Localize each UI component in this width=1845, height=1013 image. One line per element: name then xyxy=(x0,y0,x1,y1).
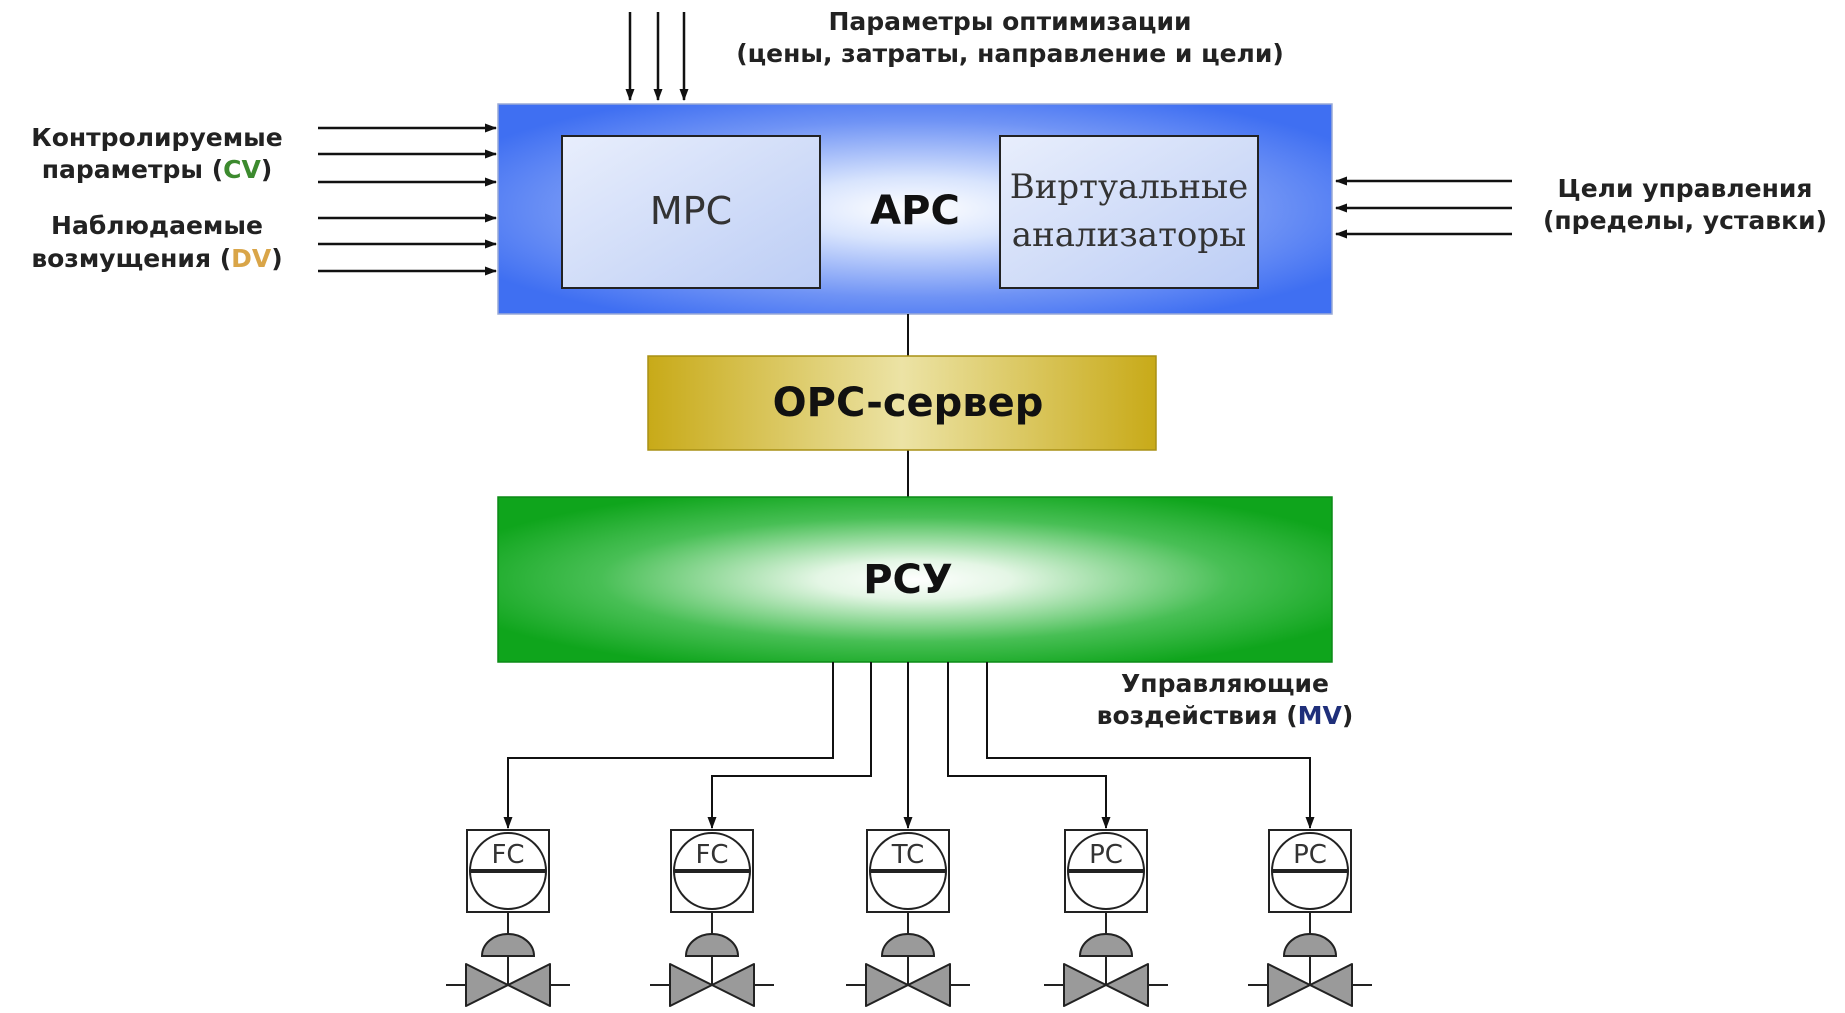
optimization-label-line2: (цены, затраты, направление и цели) xyxy=(736,39,1284,68)
valve-body xyxy=(865,963,951,1007)
instrument-tag: FC xyxy=(695,840,728,870)
mpc-label: MPC xyxy=(650,189,732,233)
virtual-analyzers-box xyxy=(999,135,1259,289)
controller-pc-4: PC xyxy=(947,662,1168,1007)
instrument-tag: FC xyxy=(491,840,524,870)
opc-server-label: OPC-сервер xyxy=(773,380,1044,426)
dcs-block: РСУ xyxy=(497,496,1333,663)
dv-label-line2: возмущения (DV) xyxy=(31,244,282,273)
mv-signal-line xyxy=(986,662,1315,829)
controller-pc-5: PC xyxy=(986,662,1372,1007)
virtual-analyzers-line2: анализаторы xyxy=(1012,215,1246,255)
valve-actuator xyxy=(480,933,536,957)
valve-actuator xyxy=(1078,933,1134,957)
controller-fc-2: FC xyxy=(650,662,872,1007)
cv-inputs xyxy=(318,123,497,187)
optimization-label-line1: Параметры оптимизации xyxy=(828,7,1191,36)
valve-body xyxy=(669,963,755,1007)
cv-code: CV xyxy=(223,155,261,184)
target-inputs xyxy=(1335,176,1512,239)
instrument-tag: PC xyxy=(1089,840,1123,870)
valve-actuator xyxy=(1282,933,1338,957)
mv-signal-line xyxy=(947,662,1111,829)
dv-inputs xyxy=(318,213,497,276)
mv-code: MV xyxy=(1298,701,1343,730)
controller-fc-1: FC xyxy=(446,662,834,1007)
controllers-group: FC FC TC PC PC xyxy=(446,662,1372,1007)
apc-block: MPC APC Виртуальные анализаторы xyxy=(497,103,1333,315)
valve-body xyxy=(465,963,551,1007)
targets-label-line1: Цели управления xyxy=(1558,174,1813,203)
cv-label-line2: параметры (CV) xyxy=(42,155,273,184)
cv-label-line1: Контролируемые xyxy=(31,123,282,152)
dcs-label: РСУ xyxy=(863,557,953,603)
mv-signal-line xyxy=(503,662,834,829)
optimization-inputs xyxy=(625,12,689,101)
instrument-tag: TC xyxy=(891,840,925,870)
dv-label-line1: Наблюдаемые xyxy=(51,211,263,240)
opc-server-block: OPC-сервер xyxy=(647,355,1157,451)
valve-body xyxy=(1267,963,1353,1007)
valve-actuator xyxy=(880,933,936,957)
mv-label-line1: Управляющие xyxy=(1121,669,1329,698)
virtual-analyzers-line1: Виртуальные xyxy=(1010,167,1248,207)
valve-body xyxy=(1063,963,1149,1007)
controller-tc-3: TC xyxy=(846,662,970,1007)
dv-code: DV xyxy=(231,244,272,273)
mv-signal-line xyxy=(707,662,872,829)
targets-label-line2: (пределы, уставки) xyxy=(1543,206,1827,235)
instrument-tag: PC xyxy=(1293,840,1327,870)
valve-actuator xyxy=(684,933,740,957)
mpc-box xyxy=(561,135,821,289)
apc-title: APC xyxy=(870,188,960,234)
mv-label-line2: воздействия (MV) xyxy=(1097,701,1354,730)
